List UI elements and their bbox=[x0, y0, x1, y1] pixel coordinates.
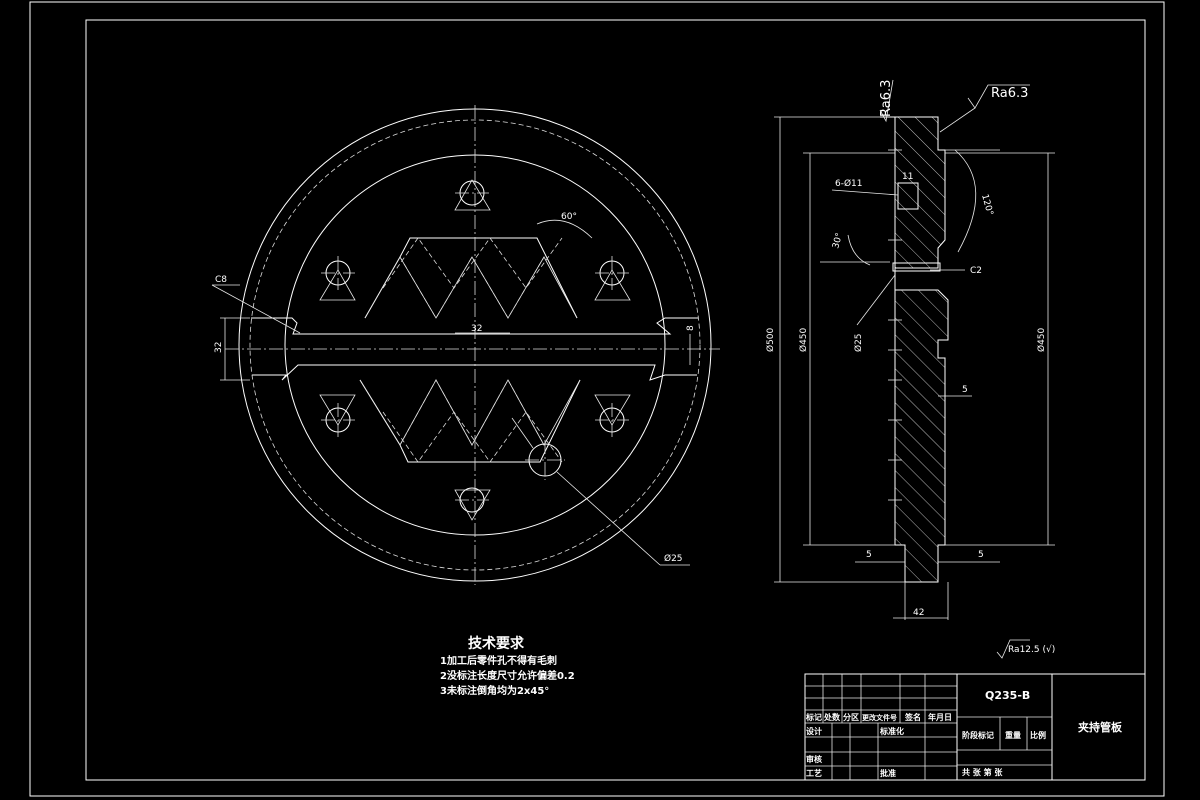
roughness-top: Ra6.3 bbox=[879, 80, 894, 117]
lower-zigzag-dashed-2 bbox=[399, 379, 545, 446]
tb-header-sign: 签名 bbox=[904, 712, 921, 722]
dim-angle-60: 60° bbox=[561, 212, 577, 222]
dim-thickness: 42 bbox=[913, 608, 924, 618]
title-block: 标记 处数 分区 更改文件号 签名 年月日 设计 标准化 审核 工艺 批准 Q2… bbox=[804, 673, 1146, 781]
dim-angle-120: 120° bbox=[979, 193, 994, 217]
lower-triangle bbox=[454, 489, 491, 521]
tech-title: 技术要求 bbox=[468, 635, 525, 652]
upper-slot-edge bbox=[251, 317, 698, 335]
roughness-side: Ra6.3 bbox=[991, 86, 1028, 101]
right-top-triangle bbox=[594, 269, 631, 301]
general-roughness-symbol bbox=[996, 639, 1030, 659]
upper-zigzag bbox=[364, 237, 578, 319]
section-hole-11 bbox=[897, 182, 919, 210]
tb-stage-mark: 阶段标记 bbox=[962, 730, 994, 740]
angle-60-arc bbox=[536, 219, 593, 239]
section-ticks bbox=[888, 149, 902, 501]
c8-leader bbox=[211, 284, 301, 334]
tb-part-name: 夹持管板 bbox=[1078, 720, 1123, 734]
dim-5-left: 5 bbox=[866, 550, 872, 560]
dim-c8: C8 bbox=[215, 275, 227, 285]
tb-header-doc: 更改文件号 bbox=[862, 713, 897, 722]
dim-dia-450-left: Ø450 bbox=[798, 327, 809, 352]
dim-5-mid: 5 bbox=[962, 385, 968, 395]
dim-slot-width: 32 bbox=[471, 324, 482, 334]
lower-slot-edge bbox=[252, 364, 697, 381]
section-groove bbox=[892, 262, 941, 272]
tb-review: 审核 bbox=[806, 754, 822, 764]
tech-item-3: 3未标注倒角均为2x45° bbox=[440, 684, 549, 697]
general-roughness: Ra12.5 (√) bbox=[1008, 644, 1055, 655]
dim-c2: C2 bbox=[970, 266, 982, 276]
tb-scale: 比例 bbox=[1030, 730, 1046, 740]
tb-approve: 批准 bbox=[880, 768, 896, 778]
dim-holes: 6-Ø11 bbox=[835, 178, 863, 189]
dim-slot-height: 32 bbox=[214, 342, 224, 353]
tb-header-mark: 标记 bbox=[805, 712, 822, 722]
tb-material: Q235-B bbox=[985, 689, 1030, 702]
dim-5-right: 5 bbox=[978, 550, 984, 560]
dim-angle-30: 30° bbox=[831, 232, 845, 250]
dia25v-leader bbox=[856, 274, 896, 326]
tech-item-1: 1加工后零件孔不得有毛刺 bbox=[440, 654, 557, 667]
upper-triangle bbox=[454, 179, 491, 211]
lower-zigzag-teeth bbox=[359, 379, 581, 446]
left-bottom-triangle bbox=[319, 394, 356, 426]
dia25-leader bbox=[556, 471, 661, 566]
lower-zigzag bbox=[359, 379, 581, 463]
tb-weight: 重量 bbox=[1005, 730, 1021, 740]
right-bottom-triangle bbox=[594, 394, 631, 426]
holes-leader bbox=[831, 189, 899, 196]
dim-gap: 8 bbox=[686, 325, 696, 331]
roughness-side-symbol bbox=[967, 84, 1030, 109]
tb-header-zone: 分区 bbox=[843, 712, 859, 722]
dim-dia-25: Ø25 bbox=[664, 553, 683, 564]
hole-center-marks bbox=[321, 192, 629, 501]
section-body bbox=[880, 116, 949, 583]
outer-border bbox=[29, 1, 1165, 797]
upper-zigzag-teeth bbox=[364, 256, 578, 319]
tb-header-count: 处数 bbox=[823, 712, 841, 722]
tb-process: 工艺 bbox=[806, 768, 822, 778]
lower-zigzag-dashed bbox=[382, 411, 563, 463]
inner-border bbox=[85, 19, 1146, 781]
angle-120-arc bbox=[954, 149, 977, 253]
roughness-top-symbol bbox=[879, 79, 894, 123]
left-top-triangle bbox=[319, 269, 356, 301]
tb-standardization: 标准化 bbox=[879, 726, 904, 736]
upper-zigzag-dashed bbox=[382, 237, 563, 289]
dim-dia-500: Ø500 bbox=[765, 327, 776, 352]
dim-dia-450-right: Ø450 bbox=[1036, 327, 1047, 352]
tech-item-2: 2没标注长度尺寸允许偏差0.2 bbox=[440, 669, 575, 682]
dim-dia-25-vertical: Ø25 bbox=[853, 333, 864, 352]
angle-30-arc bbox=[847, 234, 871, 266]
tb-header-date: 年月日 bbox=[928, 712, 952, 722]
tech-requirements: 技术要求 1加工后零件孔不得有毛刺 2没标注长度尺寸允许偏差0.2 3未标注倒角… bbox=[440, 635, 575, 697]
tb-sheets: 共 张 第 张 bbox=[962, 767, 1003, 777]
dim-11: 11 bbox=[902, 172, 913, 182]
upper-zigzag-dashed-2 bbox=[399, 256, 545, 319]
section-view: Ra6.3 Ra6.3 6-Ø11 11 120° 30° C2 Ø25 Ø50… bbox=[765, 80, 1055, 620]
tb-design: 设计 bbox=[806, 726, 822, 736]
front-view: C8 32 32 8 60° Ø25 bbox=[211, 105, 720, 585]
